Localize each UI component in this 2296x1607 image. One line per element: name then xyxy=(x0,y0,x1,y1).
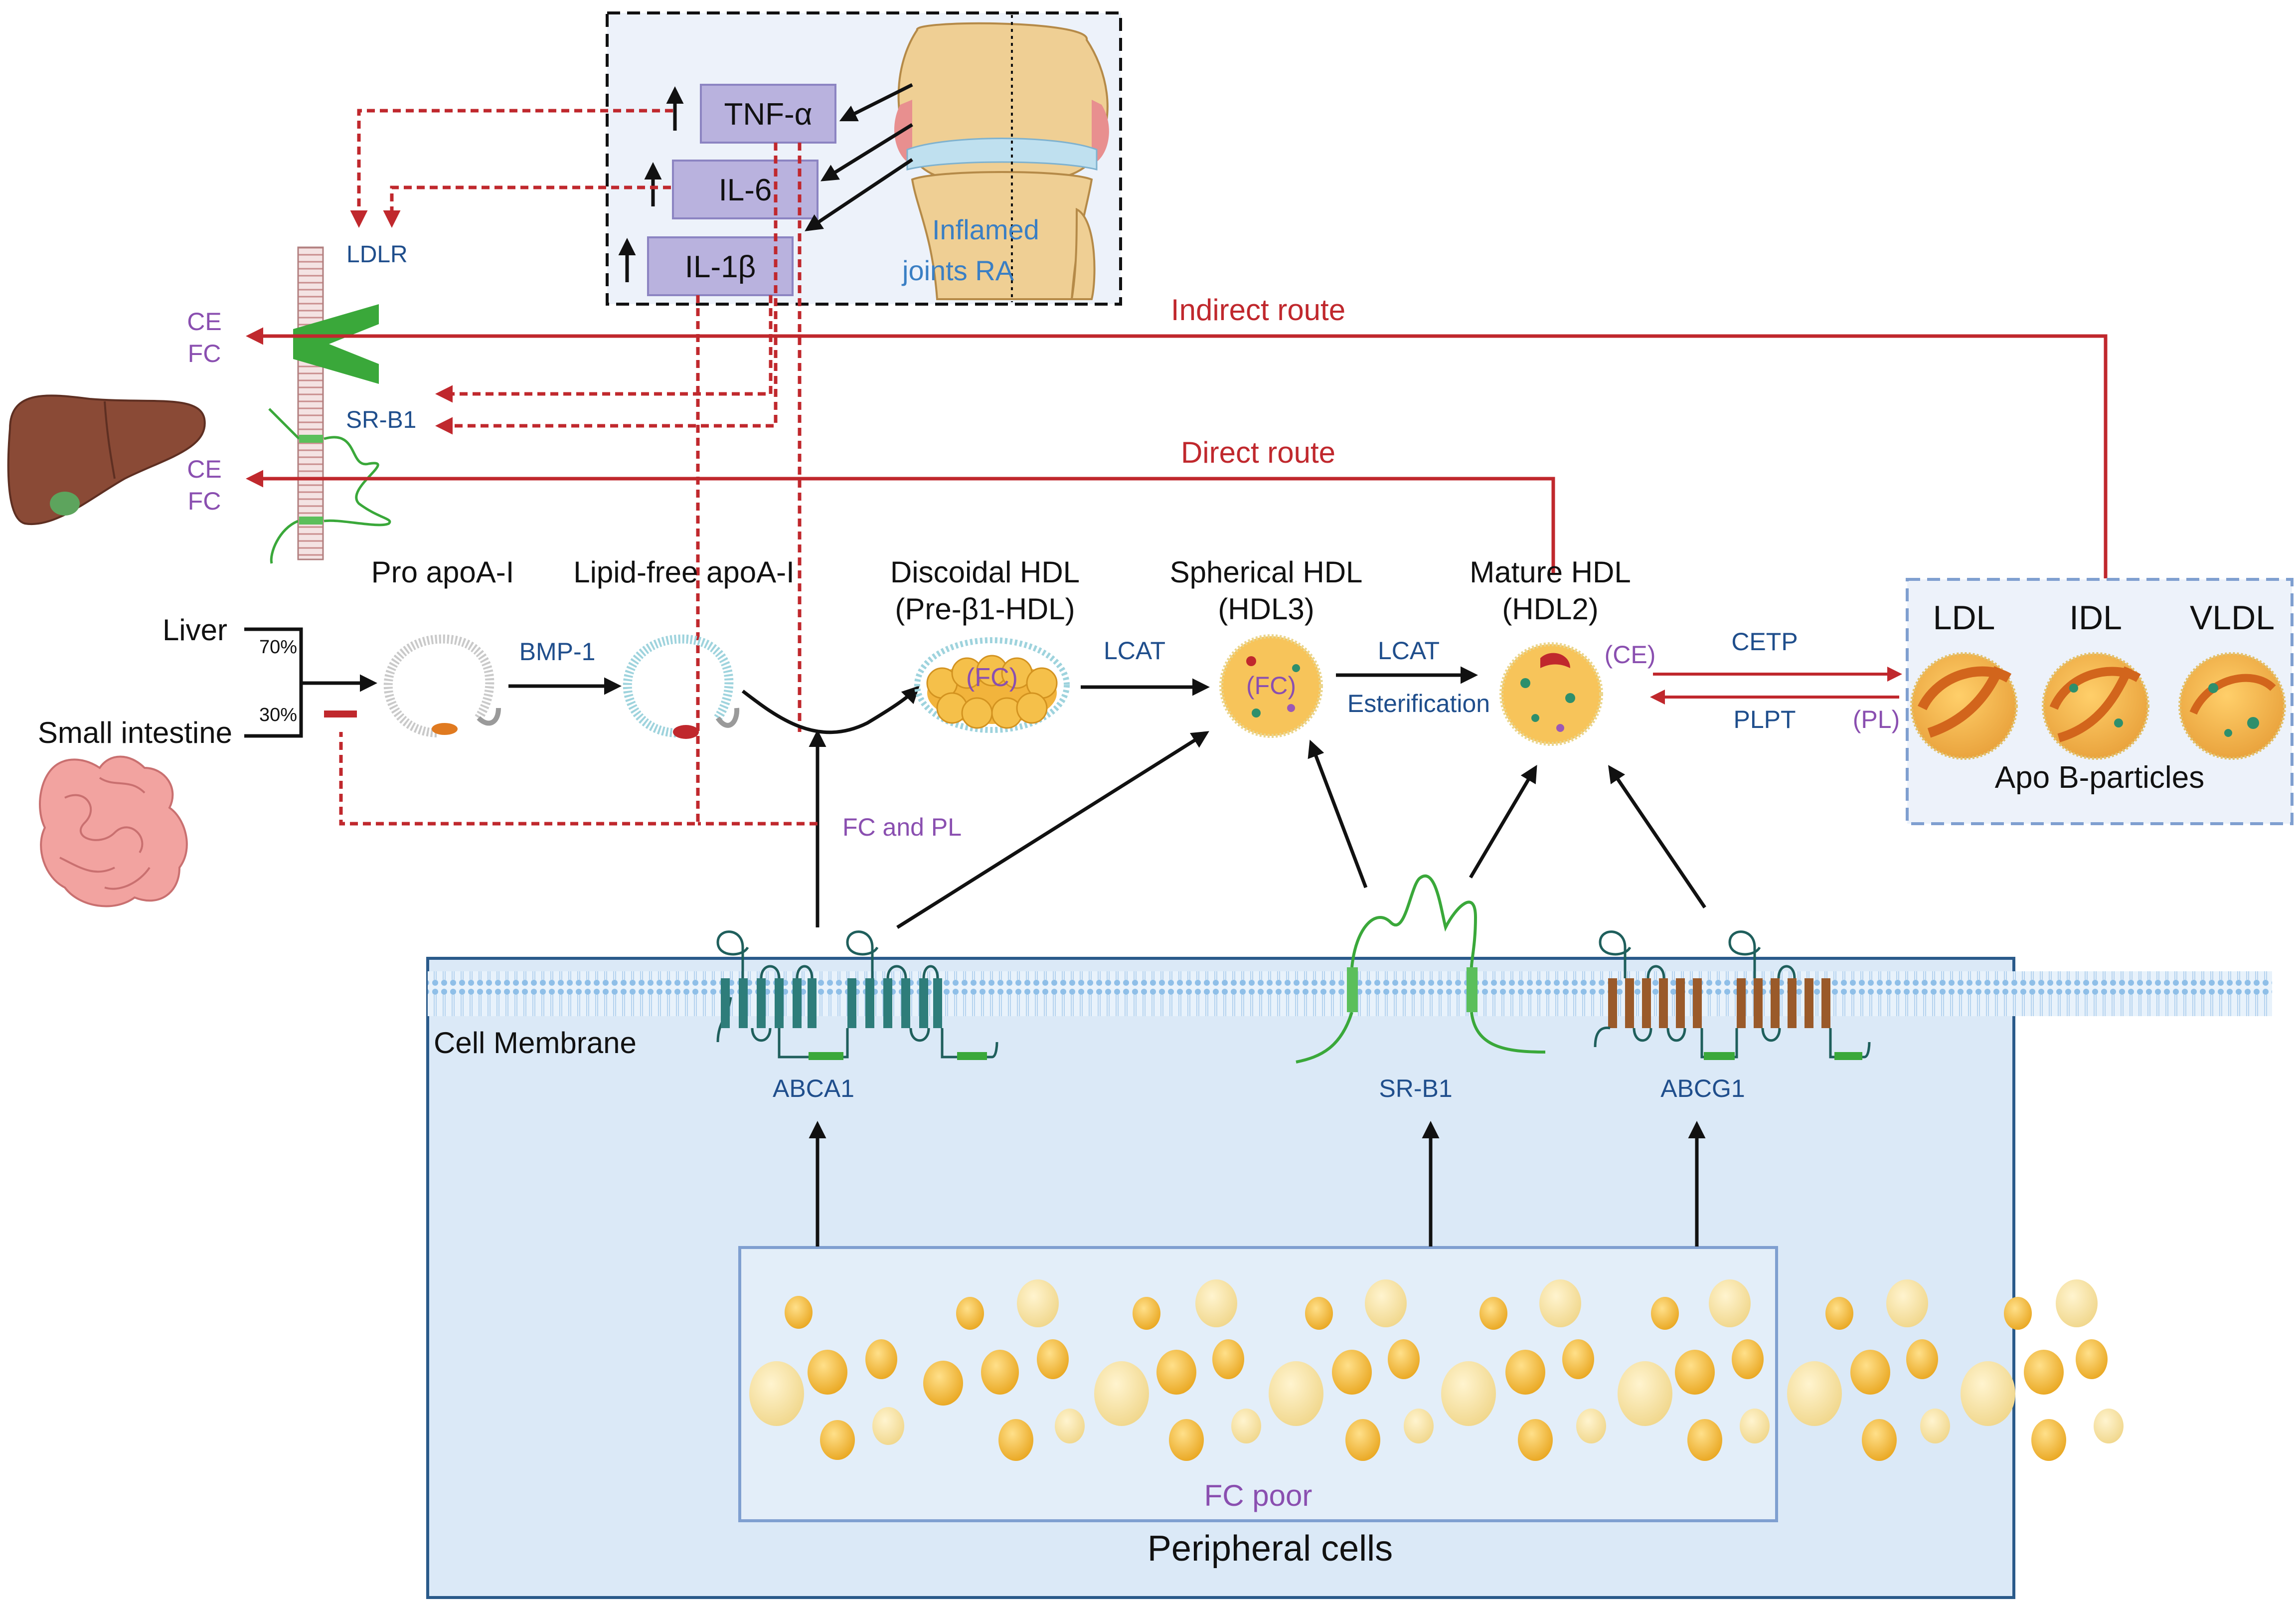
liver-source-label: Liver xyxy=(163,613,227,647)
joint-to-cytokine-arrows xyxy=(805,83,913,231)
cetp-label: CETP xyxy=(1731,628,1798,656)
fc-and-pl-label: FC and PL xyxy=(842,813,962,841)
il6-label: IL-6 xyxy=(719,173,772,207)
pro-apoa1-particle xyxy=(383,634,501,737)
discoidal-hdl-label: Discoidal HDL xyxy=(890,555,1080,589)
fc-poor-box xyxy=(738,1246,1778,1522)
fc-label-indirect: FC xyxy=(188,340,221,367)
tnf-alpha-box xyxy=(700,84,836,144)
inflamed-joint-label-line2: joints RA xyxy=(901,255,1014,286)
abcg1-label: ABCG1 xyxy=(1660,1074,1745,1102)
ce-label-indirect: CE xyxy=(187,308,221,336)
srb1-peripheral-receptor xyxy=(1296,875,1546,1064)
route-lines xyxy=(246,327,2108,578)
direct-route-label: Direct route xyxy=(1181,436,1335,469)
vldl-particle xyxy=(2178,652,2286,760)
liver-illustration xyxy=(7,394,206,526)
lcat-label-1: LCAT xyxy=(1104,637,1165,665)
hepatocyte-membrane xyxy=(297,246,324,560)
pre-beta1-hdl-label: (Pre-β1-HDL) xyxy=(895,592,1075,626)
liver-percent-label: 70% xyxy=(259,637,297,658)
srb1-liver-receptor xyxy=(268,408,391,564)
lipidation-curve-arrow xyxy=(741,686,920,734)
tnf-alpha-label: TNF-α xyxy=(724,97,812,132)
vldl-label: VLDL xyxy=(2190,599,2275,637)
abca1-label: ABCA1 xyxy=(773,1074,854,1102)
fc-label-direct: FC xyxy=(188,487,221,515)
lipid-free-apoa1-label: Lipid-free apoA-I xyxy=(573,555,795,589)
cytokine-regulation-lines xyxy=(339,109,818,826)
spherical-hdl-particle xyxy=(1219,634,1323,738)
peripheral-cells-label: Peripheral cells xyxy=(1148,1529,1393,1569)
idl-label: IDL xyxy=(2069,599,2122,637)
spherical-fc-label: (FC) xyxy=(1246,672,1296,700)
ldlr-label: LDLR xyxy=(346,241,408,268)
pl-label: (PL) xyxy=(1853,706,1900,733)
transporter-to-hdl-arrows xyxy=(809,729,1706,929)
source-bracket xyxy=(244,627,377,738)
il1b-label: IL-1β xyxy=(685,250,756,284)
hdl2-label: (HDL2) xyxy=(1502,592,1598,626)
srb1-peripheral-label: SR-B1 xyxy=(1379,1074,1452,1102)
efflux-arrows xyxy=(809,1121,1706,1247)
small-intestine-illustration xyxy=(39,755,188,907)
bmp1-label: BMP-1 xyxy=(519,638,596,666)
ce-label-direct: CE xyxy=(187,455,221,483)
esterification-label: Esterification xyxy=(1347,690,1490,717)
abcg1-transporter xyxy=(1594,930,1871,1060)
lipid-droplets xyxy=(749,1279,2124,1461)
intestine-percent-label: 30% xyxy=(259,705,297,725)
small-intestine-source-label: Small intestine xyxy=(38,716,232,749)
cetp-plpt-arrows xyxy=(1650,667,1902,705)
mature-hdl-particle xyxy=(1499,642,1603,746)
ldl-particle xyxy=(1910,652,2018,760)
inflamed-joint-label-line1: Inflamed xyxy=(932,214,1039,245)
il1b-box xyxy=(647,236,794,296)
plpt-label: PLPT xyxy=(1733,706,1796,733)
ldl-label: LDL xyxy=(1933,599,1995,637)
il6-box xyxy=(672,160,819,219)
discoidal-fc-label: (FC) xyxy=(966,663,1018,692)
hdl3-label: (HDL3) xyxy=(1218,592,1314,626)
fc-poor-label: FC poor xyxy=(1204,1479,1312,1512)
discoidal-hdl-particle xyxy=(914,637,1070,733)
cell-membrane-label: Cell Membrane xyxy=(434,1026,637,1060)
ldlr-receptor-shape xyxy=(293,304,379,384)
idl-particle xyxy=(2042,652,2149,760)
apob-particles-title: Apo B-particles xyxy=(1995,760,2204,795)
pro-apoa1-label: Pro apoA-I xyxy=(371,555,514,589)
lipid-free-apoa1-particle xyxy=(623,634,740,739)
srb1-liver-label: SR-B1 xyxy=(346,407,416,433)
mature-ce-label: (CE) xyxy=(1605,641,1656,669)
mature-hdl-label: Mature HDL xyxy=(1470,555,1631,589)
indirect-route-label: Indirect route xyxy=(1171,293,1345,327)
knee-joint-illustration xyxy=(894,15,1109,302)
lcat-label-2: LCAT xyxy=(1378,637,1440,665)
abca1-transporter xyxy=(716,930,998,1060)
spherical-hdl-label: Spherical HDL xyxy=(1170,555,1363,589)
